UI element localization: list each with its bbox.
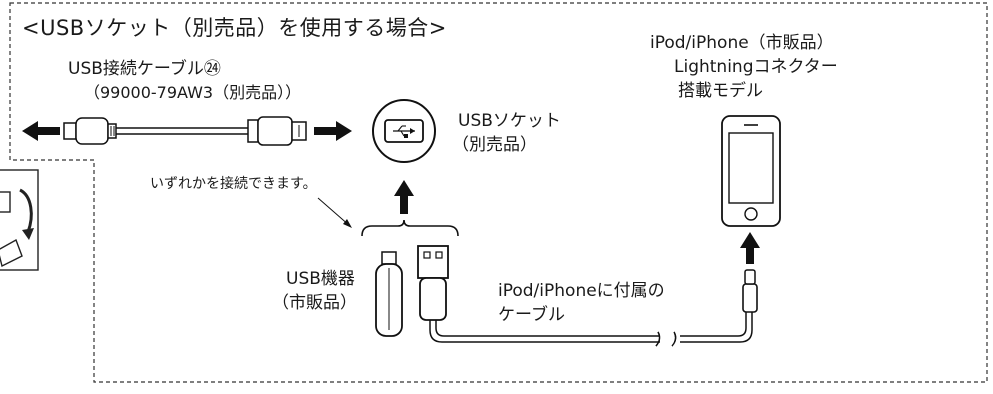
usb-device-illustration	[375, 251, 403, 337]
iphone-label-line2: Lightningコネクター	[674, 57, 838, 77]
ipod-cable-label-line2: ケーブル	[498, 305, 565, 325]
leader-line	[317, 197, 351, 227]
console-illustration	[0, 169, 39, 271]
ipod-cable	[429, 312, 753, 347]
arrow-up-to-iphone	[740, 232, 760, 264]
ipod-cable-usb-plug	[417, 245, 449, 321]
usb-socket-label: USBソケット	[458, 111, 561, 131]
usb-cable-name: USB接続ケーブル㉔	[68, 59, 221, 79]
iphone-label-line3: 搭載モデル	[678, 81, 763, 101]
page-title: <USBソケット（別売品）を使用する場合>	[22, 16, 447, 40]
usb-device-note: （市販品）	[272, 293, 357, 313]
bracket	[361, 219, 459, 237]
usb-extension-cable	[22, 116, 352, 146]
ipod-cable-label-line1: iPod/iPhoneに付属の	[498, 281, 665, 301]
dashed-frame	[9, 2, 988, 383]
lightning-plug	[742, 269, 758, 313]
connect-either-note: いずれかを接続できます。	[150, 176, 317, 192]
iphone-illustration	[721, 115, 781, 227]
usb-cable-part-number: （99000-79AW3（別売品））	[84, 83, 302, 102]
arrow-up-to-socket	[394, 180, 414, 214]
usb-socket-note: （別売品）	[452, 135, 537, 155]
usb-device-label: USB機器	[286, 269, 355, 289]
usb-socket-icon	[372, 99, 436, 163]
iphone-label-line1: iPod/iPhone（市販品）	[650, 33, 834, 53]
